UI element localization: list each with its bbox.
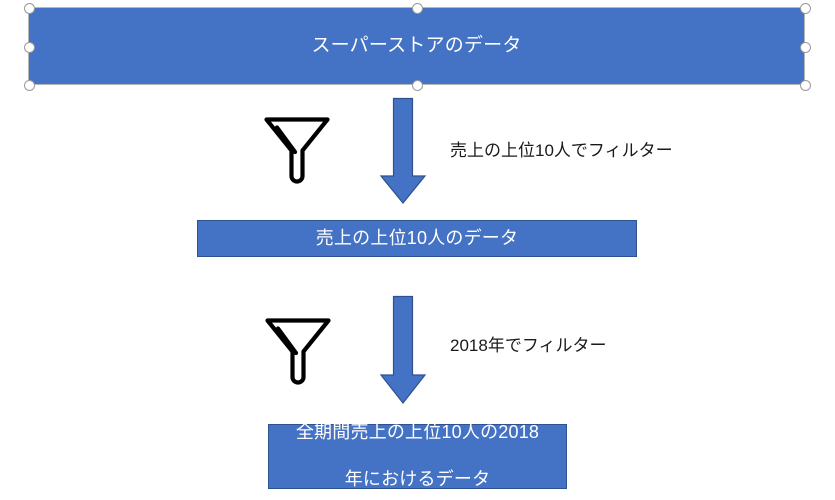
flow-box-result-data-label-line1: 全期間売上の上位10人の2018 — [295, 422, 540, 443]
flow-box-source-data[interactable]: スーパーストアのデータ — [28, 7, 805, 85]
flow-box-source-data-label: スーパーストアのデータ — [311, 34, 522, 56]
flow-box-result-data[interactable]: 全期間売上の上位10人の2018 年におけるデータ — [268, 421, 567, 491]
flow-box-top10-data[interactable]: 売上の上位10人のデータ — [197, 220, 637, 257]
funnel-icon — [264, 117, 330, 184]
caption-filter-2018: 2018年でフィルター — [450, 336, 607, 355]
down-arrow-filter-1 — [379, 97, 427, 204]
caption-filter-top-10: 売上の上位10人でフィルター — [450, 141, 673, 160]
flow-box-result-data-label-line2: 年におけるデータ — [344, 469, 491, 490]
funnel-icon — [265, 318, 331, 385]
down-arrow-filter-2 — [379, 295, 427, 404]
flow-box-result-data-label: 全期間売上の上位10人の2018 年におけるデータ — [269, 421, 566, 491]
flow-box-top10-data-label: 売上の上位10人のデータ — [315, 227, 519, 248]
